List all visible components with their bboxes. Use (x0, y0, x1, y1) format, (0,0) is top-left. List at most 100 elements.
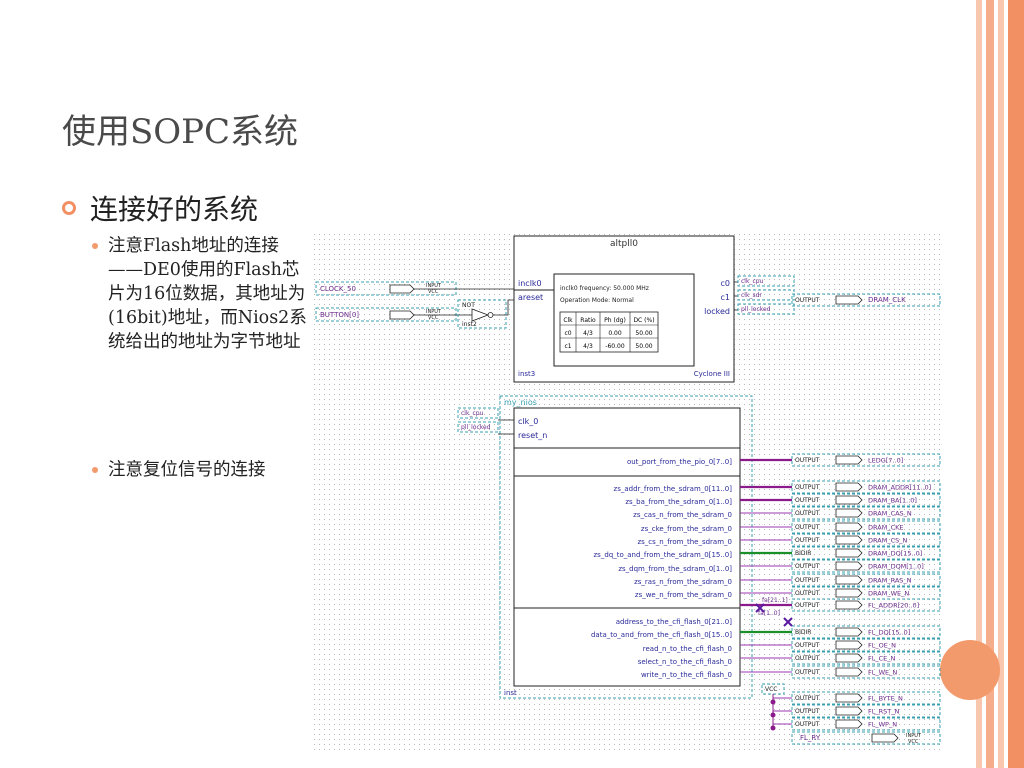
output-pin-type: OUTPUT (795, 497, 820, 504)
output-pin-type: BIDIR (795, 550, 811, 557)
pll-info-freq: inclk0 frequency: 50.000 MHz (560, 285, 649, 292)
x-mark-icon (755, 603, 765, 613)
output-pin-9[interactable]: OUTPUT DRAM_WE_N (740, 586, 941, 600)
addr-split-fa-1-0: fa[1..0] (758, 610, 780, 617)
output-pin-name: DRAM_CLK (868, 296, 906, 304)
output-pin-type: OUTPUT (795, 708, 820, 715)
nios-sdram-port: zs_cas_n_from_the_sdram_0 (633, 511, 732, 519)
nios-flash-port: write_n_to_the_cfi_flash_0 (641, 671, 732, 679)
pll-c0: c0 (721, 279, 731, 288)
pll-th-0: Clk (563, 317, 573, 324)
net-clk-cpu-in: clk_cpu (461, 410, 484, 417)
nios-sdram-port: zs_ba_from_the_sdram_0[1..0] (625, 498, 732, 506)
input-pin-clock50[interactable]: CLOCK_50 INPUT VCC (315, 281, 514, 296)
pin-arrow-icon (835, 693, 863, 703)
vcc-label: VCC (765, 686, 777, 693)
not-gate-triangle-icon (471, 308, 490, 322)
fl-ry-name: FL_RY (800, 734, 821, 742)
pll-r0-0: c0 (564, 330, 571, 337)
output-pin-name: DRAM_DQM[1..0] (868, 563, 924, 571)
pin-arrow-icon (835, 561, 863, 571)
output-pin-name: DRAM_CAS_N (868, 510, 912, 518)
pin-arrow-icon (835, 522, 863, 532)
vcc-network: VCC (761, 683, 785, 731)
pin-arrow-icon (835, 600, 863, 610)
pin-arrow-icon (835, 588, 863, 598)
input-pin-fl-ry[interactable]: FL_RY INPUT VCC (791, 731, 941, 745)
decor-circle (940, 640, 1000, 700)
input-pin-button0[interactable]: BUTTON[0] INPUT VCC (315, 307, 472, 322)
output-pin-type: OUTPUT (795, 721, 820, 728)
output-pin-name: FL_CE_N (868, 655, 896, 663)
not-gate[interactable]: NOT inst2 (457, 299, 514, 329)
output-pin-name: FL_WE_N (868, 669, 897, 677)
pll-r1-3: 50.00 (635, 343, 652, 350)
output-pin-name: DRAM_DQ[15..0] (868, 550, 922, 558)
output-pin-name: FL_BYTE_N (868, 695, 903, 703)
net-pll-locked: pll_locked (741, 306, 771, 313)
output-pin-type: OUTPUT (795, 655, 820, 662)
pll-th-1: Ratio (580, 317, 596, 324)
pin-arrow-icon (835, 535, 863, 545)
input-pin-name: CLOCK_50 (320, 285, 356, 293)
output-pin-type: OUTPUT (795, 695, 820, 702)
pin-arrow-icon (835, 455, 863, 465)
pin-arrow-icon (835, 706, 863, 716)
bullet-main-text: 连接好的系统 (90, 193, 259, 226)
nios-flash-port: address_to_the_cfi_flash_0[21..0] (616, 618, 733, 626)
pin-arrow-icon (835, 640, 863, 650)
nios-reset: reset_n (518, 431, 547, 440)
subbullet-2-text: 注意复位信号的连接 (108, 460, 266, 480)
decor-stripe-3 (998, 0, 1004, 768)
decor-stripe-4 (1008, 0, 1024, 768)
nios-pio-port: out_port_from_the_pio_0[7..0] (627, 458, 732, 466)
dot-bullet-icon (92, 243, 98, 249)
pin-arrow-icon (835, 575, 863, 585)
output-pin-name: DRAM_WE_N (868, 590, 909, 598)
output-pin-type: BIDIR (795, 629, 811, 636)
output-pin-name: DRAM_CKE (868, 524, 903, 532)
output-pin-15[interactable]: OUTPUT FL_BYTE_N (773, 691, 941, 705)
pll-r1-0: c1 (564, 343, 571, 350)
pin-arrow-icon (835, 627, 863, 637)
pll-locked: locked (704, 307, 730, 316)
nios-clk: clk_0 (518, 417, 538, 426)
nios-block[interactable]: my_nios clk_0 reset_n out_port_from_the_… (499, 395, 753, 699)
nios-sdram-port: zs_we_n_from_the_sdram_0 (635, 591, 732, 599)
nios-flash-port: read_n_to_the_cfi_flash_0 (643, 645, 732, 653)
pin-arrow-icon (835, 482, 863, 492)
pin-arrow-icon (835, 495, 863, 505)
fl-ry-type: INPUT (906, 733, 922, 739)
net-clk-cpu: clk_cpu (741, 278, 764, 285)
dot-bullet-icon (92, 467, 98, 473)
pin-arrow-icon (835, 548, 863, 558)
output-pin-type: OUTPUT (795, 590, 820, 597)
nios-input-nets: clk_cpu pll_locked (457, 407, 514, 435)
pll-inst: inst3 (518, 370, 535, 378)
pll-areset: areset (518, 293, 543, 302)
subbullet-1-text: 注意Flash地址的连接——DE0使用的Flash芯片为16位数据，其地址为(1… (108, 236, 307, 352)
output-pin-6[interactable]: BIDIR DRAM_DQ[15..0] (740, 546, 941, 560)
not-gate-inst: inst2 (462, 321, 477, 328)
output-pin-dram-clk[interactable]: OUTPUT DRAM_CLK (791, 293, 941, 307)
pll-block[interactable]: altpll0 inclk0 areset c0 c1 locked inclk… (513, 235, 735, 383)
output-pin-13[interactable]: OUTPUT FL_CE_N (740, 651, 941, 665)
output-pin-type: OUTPUT (795, 642, 820, 649)
ring-bullet-icon (62, 201, 76, 215)
subbullet-2: 注意复位信号的连接 (92, 458, 308, 482)
bullet-main: 连接好的系统 (62, 188, 258, 228)
